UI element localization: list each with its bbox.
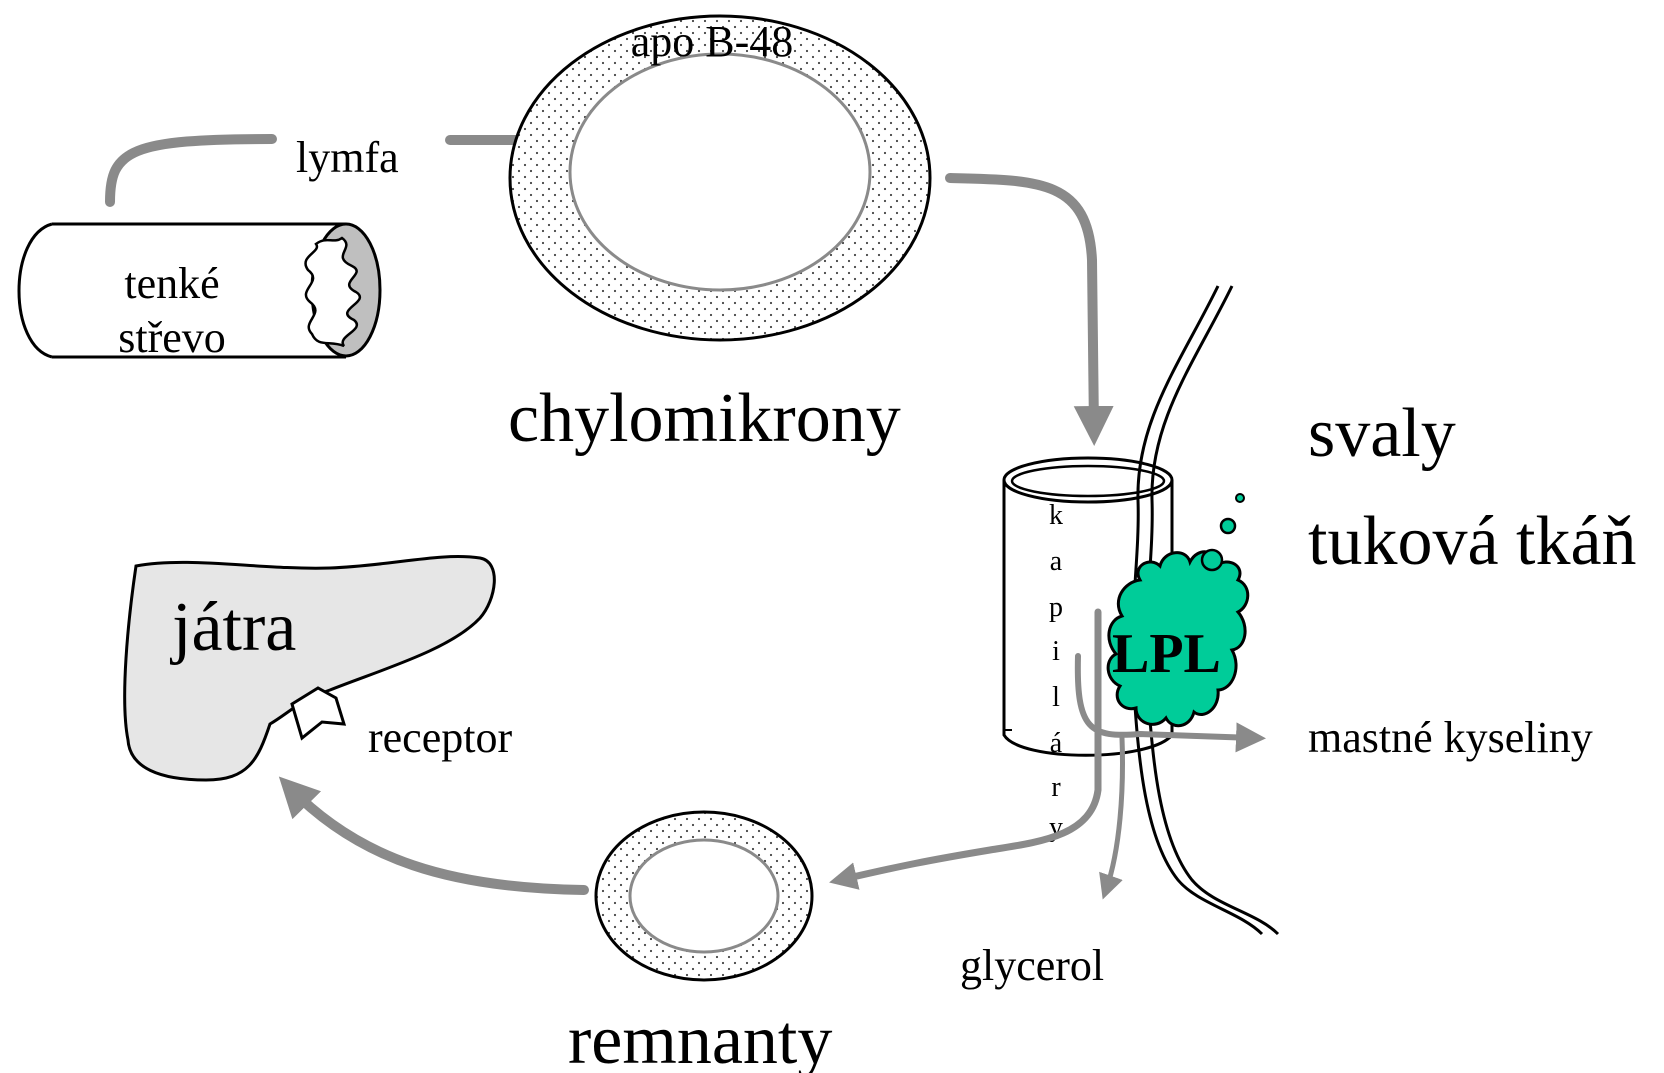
muscles-label: svaly	[1308, 395, 1456, 472]
chylomicron-to-capillary-arrow	[950, 178, 1094, 430]
chylomicrons-label: chylomikrony	[508, 380, 901, 457]
remnants-label: remnanty	[568, 1002, 832, 1073]
capillaries-letter: á	[1050, 728, 1063, 759]
small-intestine: tenké střevo	[19, 224, 380, 362]
glycerol-arrow	[1106, 738, 1122, 890]
lpl-bubble-medium	[1221, 519, 1235, 533]
apo-b48-label: apo B-48	[631, 17, 794, 66]
receptor-label: receptor	[368, 713, 512, 762]
capillaries-letter: i	[1052, 636, 1060, 667]
liver-label: játra	[169, 589, 296, 666]
remnant-to-liver-arrow	[290, 788, 584, 890]
capillary-rim-inner	[1012, 466, 1164, 496]
capillaries-letter: l	[1052, 682, 1060, 713]
remnant-particle	[596, 812, 812, 980]
intestine-label-line2: střevo	[118, 313, 226, 362]
capillaries-letter: r	[1051, 772, 1061, 803]
lpl-label: LPL	[1112, 623, 1221, 685]
capillaries-letter: p	[1049, 592, 1063, 623]
intestine-label-line1: tenké	[124, 259, 219, 308]
adipose-tissue-label: tuková tkáň	[1308, 503, 1637, 580]
chylomicron-core	[570, 54, 870, 290]
lpl-bubble-large	[1202, 550, 1222, 570]
capillaries-letter: k	[1049, 500, 1063, 531]
lymph-arrow-left	[110, 139, 272, 202]
fatty-acids-label: mastné kyseliny	[1308, 713, 1593, 762]
capillaries-letter: a	[1050, 546, 1063, 577]
lymph-label: lymfa	[296, 133, 399, 182]
lpl-bubble-small	[1236, 494, 1244, 502]
glycerol-label: glycerol	[960, 941, 1104, 990]
remnant-core	[630, 840, 778, 952]
